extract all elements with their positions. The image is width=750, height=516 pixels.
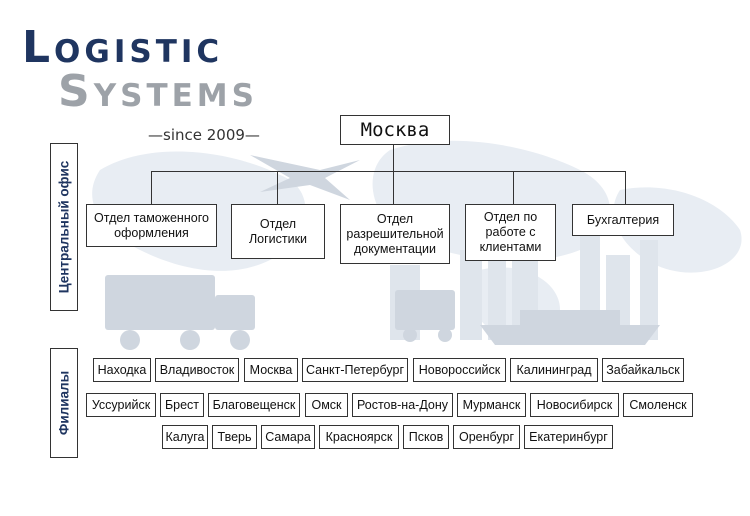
central-office-label: Центральный офис: [50, 143, 78, 311]
branch-samara: Самара: [261, 425, 315, 449]
connector-dept-2: [277, 171, 278, 204]
logo-systems: Systems: [58, 66, 258, 117]
branch-krasnoyarsk: Красноярск: [319, 425, 399, 449]
branch-kaliningrad: Калининград: [510, 358, 598, 382]
connector-root-vertical: [393, 145, 394, 171]
branches-label-text: Филиалы: [56, 370, 72, 436]
branches-label: Филиалы: [50, 348, 78, 458]
logo-since-tagline: —since 2009—: [148, 126, 260, 144]
branch-novorossiysk: Новороссийск: [413, 358, 506, 382]
branch-zabaykalsk: Забайкальск: [602, 358, 684, 382]
dept-customs: Отдел таможенного оформления: [86, 204, 217, 247]
branch-moscow: Москва: [244, 358, 298, 382]
branch-pskov: Псков: [403, 425, 449, 449]
branch-rostov-on-don: Ростов-на-Дону: [352, 393, 453, 417]
background-illustration: [92, 140, 742, 350]
branch-kaluga: Калуга: [162, 425, 208, 449]
branch-brest: Брест: [160, 393, 204, 417]
connector-dept-4: [513, 171, 514, 204]
branch-yekaterinburg: Екатеринбург: [524, 425, 613, 449]
connector-dept-1: [151, 171, 152, 204]
branch-tver: Тверь: [212, 425, 257, 449]
logo-logistic: Logistic: [22, 22, 224, 73]
branch-nakhodka: Находка: [93, 358, 151, 382]
branch-blagoveshchensk: Благовещенск: [208, 393, 300, 417]
branch-omsk: Омск: [305, 393, 348, 417]
central-office-label-text: Центральный офис: [56, 160, 72, 294]
dept-clients: Отдел по работе с клиентами: [465, 204, 556, 261]
dept-accounting: Бухгалтерия: [572, 204, 674, 236]
connector-dept-5: [625, 171, 626, 204]
branch-saint-petersburg: Санкт-Петербург: [302, 358, 408, 382]
branch-vladivostok: Владивосток: [155, 358, 239, 382]
connector-horizontal: [151, 171, 626, 172]
root-node-moscow: Москва: [340, 115, 450, 145]
connector-dept-3: [393, 171, 394, 204]
dept-permits: Отдел разрешительной документации: [340, 204, 450, 264]
branch-orenburg: Оренбург: [453, 425, 520, 449]
dept-logistics: Отдел Логистики: [231, 204, 325, 259]
branch-ussuriysk: Уссурийск: [86, 393, 156, 417]
branch-smolensk: Смоленск: [623, 393, 693, 417]
branch-novosibirsk: Новосибирск: [530, 393, 619, 417]
branch-murmansk: Мурманск: [457, 393, 526, 417]
